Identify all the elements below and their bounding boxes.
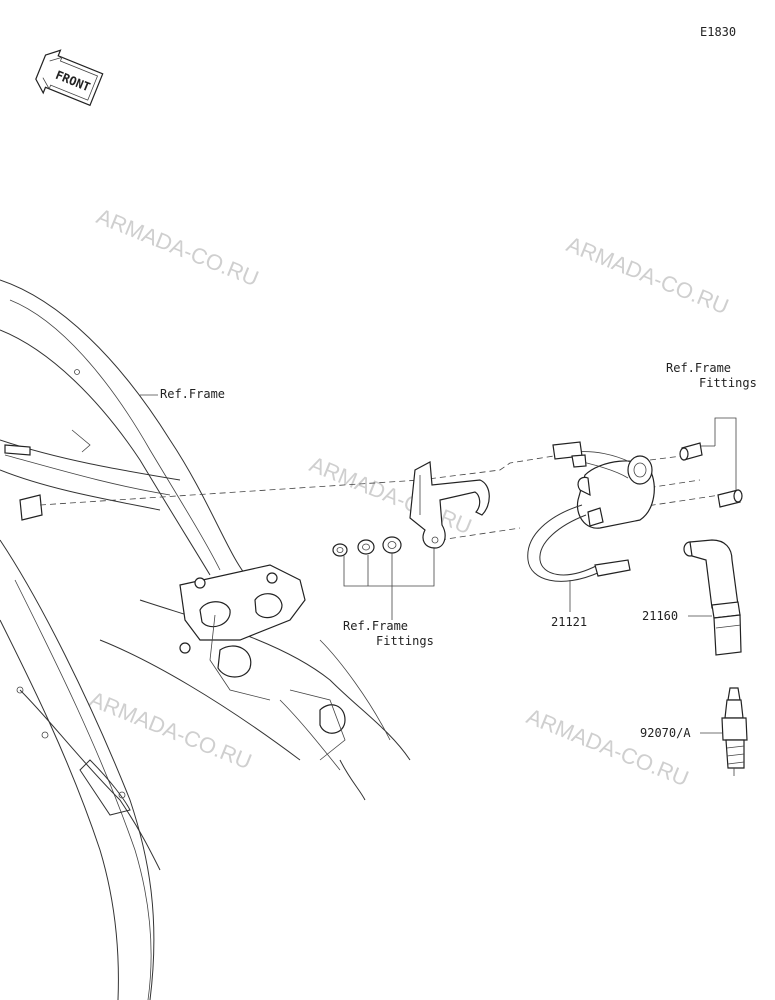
ref-frame-label: Ref.Frame	[160, 387, 225, 401]
watermark-1: ARMADA-CO.RU	[93, 203, 262, 291]
watermark-5: ARMADA-CO.RU	[523, 703, 692, 791]
diagram-code: E1830	[700, 25, 736, 39]
coil-bolts: Ref.Frame Fittings	[666, 361, 757, 508]
ref-frame-fittings-label-1: Ref.Frame	[343, 619, 408, 633]
ref-frame-fittings-label-1b: Fittings	[376, 634, 434, 648]
watermark-4: ARMADA-CO.RU	[86, 686, 255, 774]
spark-plug-part-number: 92070/A	[640, 726, 691, 740]
front-arrow-icon: FRONT	[35, 49, 104, 107]
plug-cap-part-number: 21160	[642, 609, 678, 623]
ref-frame-fittings-label-2b: Fittings	[699, 376, 757, 390]
frame: Ref.Frame	[0, 279, 411, 1000]
ignition-coil: 21121	[527, 441, 655, 629]
spark-plug: 92070/A	[640, 687, 748, 776]
spark-plug-cap: 21160	[642, 539, 742, 656]
watermark-2: ARMADA-CO.RU	[563, 231, 732, 319]
coil-bracket	[409, 461, 490, 549]
ignition-coil-part-number: 21121	[551, 615, 587, 629]
fittings-nuts: Ref.Frame Fittings	[332, 536, 435, 648]
ref-frame-fittings-label-2: Ref.Frame	[666, 361, 731, 375]
